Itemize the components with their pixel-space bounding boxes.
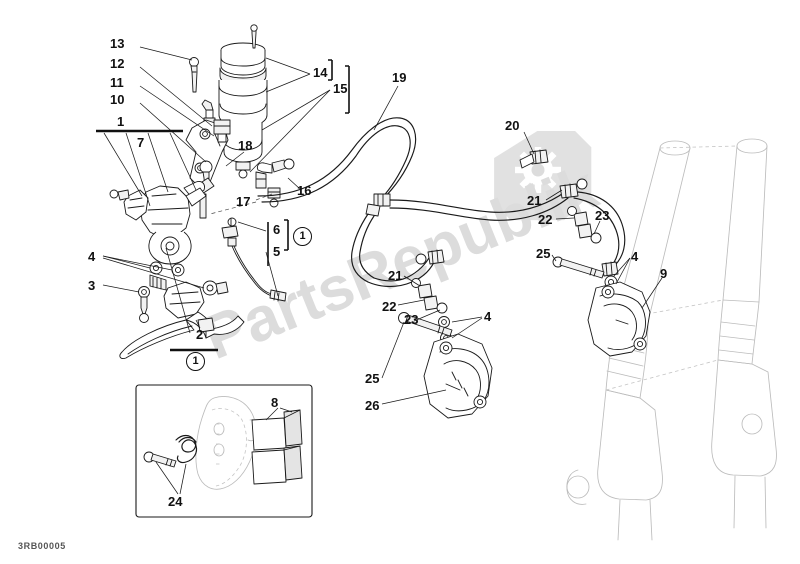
callout-9[interactable]: 9	[660, 266, 668, 281]
callout-11[interactable]: 11	[110, 75, 124, 90]
callout-19[interactable]: 19	[392, 70, 407, 85]
brake-hose-19	[257, 117, 569, 288]
leader-lines	[96, 46, 663, 495]
reservoir-screws	[189, 57, 199, 93]
right-brake-caliper	[587, 281, 651, 357]
callout-25-right[interactable]: 25	[536, 246, 551, 261]
left-brake-caliper	[423, 333, 493, 419]
callout-26[interactable]: 26	[365, 398, 380, 413]
callout-8[interactable]: 8	[271, 395, 279, 410]
brake-fluid-reservoir	[201, 24, 268, 179]
callout-21-right[interactable]: 21	[527, 193, 542, 208]
callout-21-center[interactable]: 21	[388, 268, 403, 283]
callout-22-right[interactable]: 22	[538, 212, 553, 227]
callout-12[interactable]: 12	[110, 56, 125, 71]
callout-5[interactable]: 5	[273, 244, 281, 259]
callout-2[interactable]: 2	[196, 327, 204, 342]
master-cylinder-assembly	[109, 177, 245, 359]
callout-23-right[interactable]: 23	[595, 208, 610, 223]
callout-17[interactable]: 17	[236, 194, 251, 209]
callout-16[interactable]: 16	[297, 183, 312, 198]
callout-24[interactable]: 24	[168, 494, 183, 509]
callout-25-center[interactable]: 25	[365, 371, 380, 386]
callout-23-center[interactable]: 23	[404, 312, 419, 327]
callout-6[interactable]: 6	[273, 222, 281, 237]
callout-13[interactable]: 13	[110, 36, 125, 51]
callout-1-circled-lower[interactable]: 1	[186, 352, 205, 371]
reservoir-bracket	[185, 119, 229, 187]
callout-22-center[interactable]: 22	[382, 299, 397, 314]
callout-1-circled-upper[interactable]: 1	[293, 227, 312, 246]
callout-3[interactable]: 3	[88, 278, 96, 293]
callout-15[interactable]: 15	[333, 81, 348, 96]
callout-7[interactable]: 7	[137, 135, 145, 150]
part-code-label: 3RB00005	[18, 541, 66, 551]
callout-18[interactable]: 18	[238, 138, 253, 153]
callout-20[interactable]: 20	[505, 118, 520, 133]
inset-detail-box	[135, 384, 313, 518]
callout-10[interactable]: 10	[110, 92, 125, 107]
callout-4-left[interactable]: 4	[88, 249, 96, 264]
callout-1-top[interactable]: 1	[117, 114, 125, 129]
callout-4-center[interactable]: 4	[484, 309, 492, 324]
fork-legs-ghost	[566, 138, 777, 541]
right-hose-fittings	[519, 149, 626, 289]
callout-14[interactable]: 14	[313, 65, 328, 80]
callout-4-right[interactable]: 4	[631, 249, 639, 264]
center-hose-fittings	[398, 278, 453, 344]
banjo-elbow-fitting	[255, 158, 295, 208]
